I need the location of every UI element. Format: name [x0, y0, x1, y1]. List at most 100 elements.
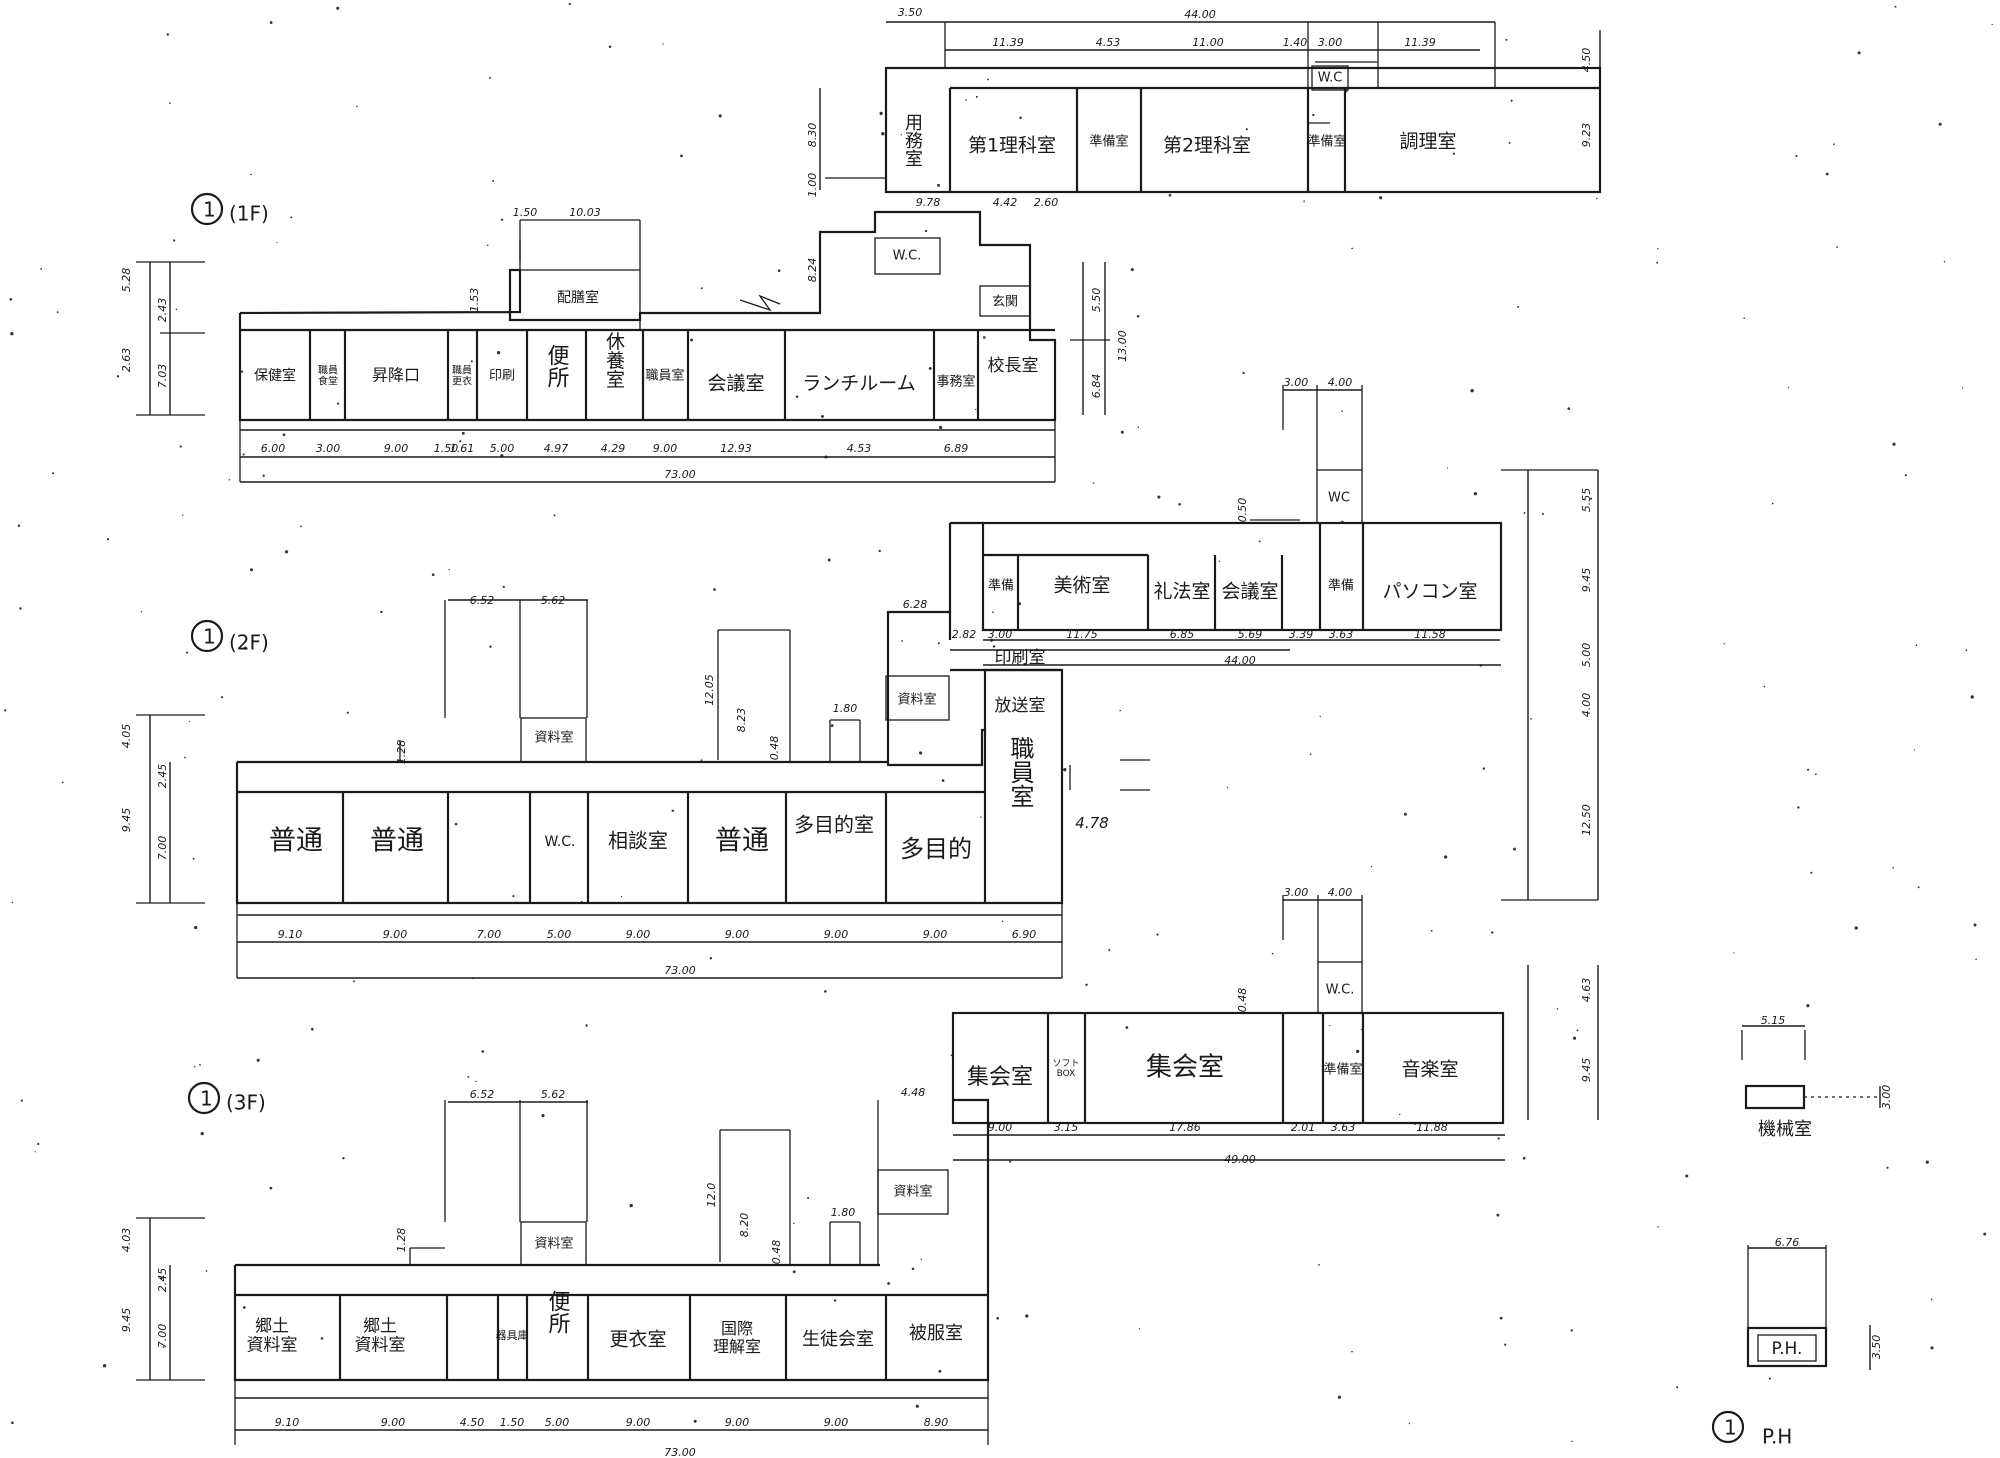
floor3-top-dim-5: 12.0	[705, 1183, 718, 1208]
scan-speck	[1930, 1346, 1934, 1350]
floor2-dim-6: 9.00	[725, 928, 750, 941]
scan-speck	[629, 1203, 633, 1208]
scan-speck	[1814, 773, 1817, 776]
scan-speck	[496, 351, 501, 355]
scan-speck	[310, 1027, 314, 1031]
scan-speck	[1258, 540, 1261, 543]
scan-speck	[140, 610, 143, 613]
scan-speck	[1510, 99, 1513, 102]
pc-room-label: パソコン室	[1382, 581, 1477, 603]
scan-speck	[1496, 1213, 1500, 1217]
scan-speck	[37, 1142, 40, 1146]
scan-speck	[276, 242, 278, 244]
scan-speck	[116, 375, 120, 378]
floor2-dim-8: 9.00	[923, 928, 948, 941]
floor1-side-dim-1: 5.28	[120, 268, 133, 293]
scan-speck	[1768, 1377, 1771, 1380]
seitokai-label: 生徒会室	[802, 1329, 874, 1350]
scan-speck	[1825, 172, 1829, 176]
futsu2-label: 普通	[370, 826, 424, 857]
scan-speck	[1938, 122, 1942, 126]
floor2-top-dim-5: 12.05	[703, 674, 716, 706]
scan-speck	[243, 646, 247, 650]
kyoiku-sodan-label: 相談室	[608, 829, 668, 853]
floor2-side-dim-5: 1.28	[395, 740, 408, 765]
floor1-side-dim-5: 5.50	[1090, 288, 1103, 313]
annex-top-outline	[884, 66, 1602, 194]
scan-speck	[975, 95, 978, 98]
scan-speck	[901, 640, 903, 642]
scan-speck	[4, 709, 7, 712]
scan-speck	[284, 550, 289, 554]
scan-speck	[1541, 513, 1544, 515]
annex-top-bottom-dim-2: 4.42	[993, 196, 1018, 209]
scan-speck	[220, 696, 224, 699]
scan-speck	[1571, 1440, 1573, 1443]
scan-speck	[1930, 1298, 1933, 1301]
scan-speck	[489, 645, 492, 648]
annex-top-dim-4: 11.00	[1192, 36, 1224, 49]
bijutsu-label: 美術室	[1053, 575, 1110, 597]
scan-speck	[1504, 1343, 1507, 1346]
scan-speck	[1430, 929, 1433, 932]
floor1-dim-10: 12.93	[720, 442, 752, 455]
f3-annex-top-dim-2: 4.00	[1328, 886, 1353, 899]
floor1-dim-3: 9.00	[384, 442, 409, 455]
scan-speck	[1130, 268, 1134, 272]
genkan-label: 玄関	[992, 295, 1018, 310]
scan-speck	[1370, 866, 1373, 868]
scan-speck	[941, 779, 945, 782]
floor3-side-dim-3: 2.45	[156, 1268, 169, 1293]
scan-speck	[807, 1196, 810, 1200]
scan-speck	[1508, 141, 1511, 144]
scan-speck	[1341, 410, 1343, 412]
floor3-plan: 郷土資料室 郷土資料室 器具庫 便所 更衣室 国際理解室 生徒会室 被服室 資料…	[120, 1086, 990, 1458]
scan-speck	[20, 1099, 23, 1102]
scan-speck	[1723, 643, 1725, 645]
f1-genkan-box	[979, 285, 1031, 317]
f2-shiryo-b-box	[885, 675, 950, 721]
annex-top-bottom-dim-1: 9.78	[916, 196, 941, 209]
scan-speck	[937, 642, 940, 645]
scan-speck	[1743, 317, 1745, 320]
scan-speck	[1337, 1395, 1341, 1399]
scan-speck	[1356, 1049, 1360, 1054]
scan-speck	[461, 431, 465, 435]
floor1-dim-12: 6.89	[944, 442, 969, 455]
scan-speck	[983, 336, 986, 339]
scan-speck	[106, 537, 110, 541]
scan-speck	[1657, 1225, 1659, 1228]
scan-speck	[194, 925, 198, 930]
shokoguchi-label: 昇降口	[372, 366, 420, 385]
haizenshitsu-label: 配膳室	[557, 289, 599, 306]
scan-speck	[1505, 38, 1508, 41]
scan-speck	[192, 857, 195, 860]
scan-speck	[915, 1404, 919, 1408]
floor2-text: (2F)	[229, 631, 269, 655]
floor2-label: 1 (2F)	[190, 619, 269, 655]
scan-speck	[1063, 768, 1067, 772]
floor1-side-dim-8: 8.24	[806, 258, 819, 283]
scan-speck	[102, 1364, 107, 1368]
scan-speck	[992, 611, 994, 614]
scan-speck	[1517, 305, 1520, 308]
scan-speck	[1119, 709, 1121, 712]
floor2-dim-4: 5.00	[547, 928, 572, 941]
ph-dim-h2: 3.50	[1870, 1335, 1883, 1360]
scan-speck	[680, 154, 683, 158]
scan-speck	[541, 1114, 545, 1118]
hoso-label: 放送室	[995, 696, 1046, 716]
floor1-dim-8: 4.29	[601, 442, 626, 455]
scan-speck	[173, 239, 176, 242]
hifuku-label: 被服室	[909, 1323, 963, 1344]
scan-speck	[353, 980, 356, 983]
futsu1-label: 普通	[269, 826, 323, 857]
f2-annex-side-dim-2: 9.45	[1580, 568, 1593, 593]
scan-speck	[242, 1306, 246, 1309]
floor1-plan: 保健室 職員食堂 昇降口 職員更衣 印刷 便所 休養室 職員室 会議室 ランチル…	[120, 206, 1129, 483]
scan-speck	[486, 244, 489, 246]
floor2-side-dim-6: 4.78	[1075, 814, 1108, 832]
